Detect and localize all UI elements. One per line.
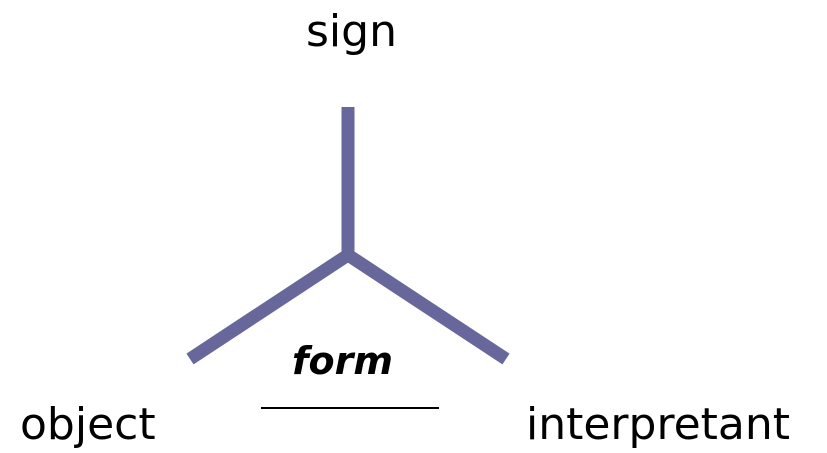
branch-object (186, 249, 352, 365)
node-label-sign: sign (306, 6, 397, 57)
center-label-form: form (292, 339, 393, 383)
branch-interpretant (344, 249, 510, 365)
node-label-object: object (20, 399, 156, 450)
node-label-interpretant: interpretant (526, 399, 790, 450)
